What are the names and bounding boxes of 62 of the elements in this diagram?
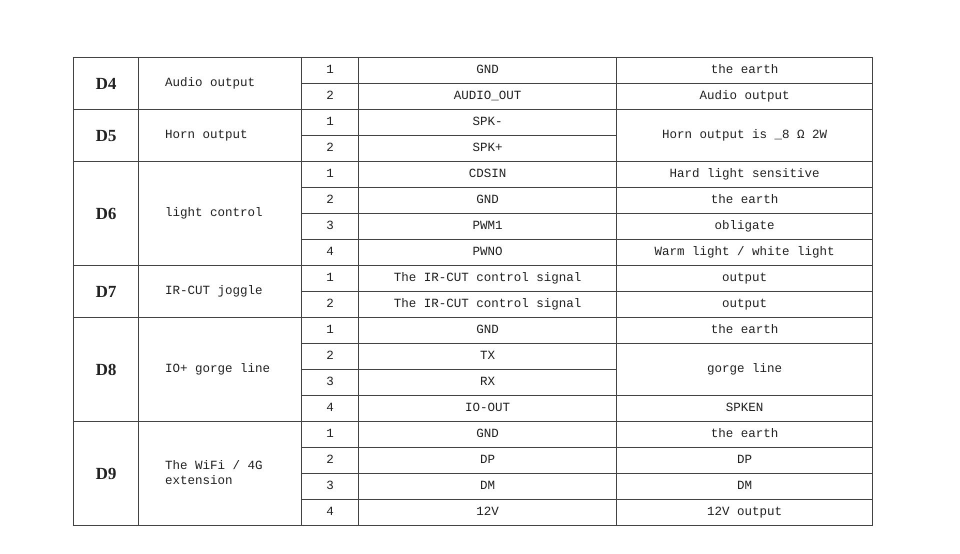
pin-description: output (616, 292, 872, 318)
pin-number: 2 (302, 292, 358, 318)
pin-number: 3 (302, 474, 358, 500)
signal-name: 12V (358, 500, 616, 526)
function-label: light control (138, 162, 302, 266)
signal-name: AUDIO_OUT (358, 84, 616, 110)
function-label: The WiFi / 4G extension (138, 422, 302, 526)
pin-number: 1 (302, 266, 358, 292)
pin-description: SPKEN (616, 396, 872, 422)
pin-description: the earth (616, 422, 872, 448)
function-label: IR-CUT joggle (138, 266, 302, 318)
signal-name: DP (358, 448, 616, 474)
signal-name: The IR-CUT control signal (358, 266, 616, 292)
pin-number: 1 (302, 162, 358, 188)
pin-description: Horn output is _8 Ω 2W (616, 110, 872, 162)
pin-description: the earth (616, 58, 872, 84)
pin-number: 2 (302, 188, 358, 214)
pin-description: DM (616, 474, 872, 500)
signal-name: SPK- (358, 110, 616, 136)
connector-label: D4 (74, 58, 138, 110)
connector-label: D9 (74, 422, 138, 526)
connector-label: D7 (74, 266, 138, 318)
signal-name: GND (358, 188, 616, 214)
function-label: Audio output (138, 58, 302, 110)
pin-number: 3 (302, 370, 358, 396)
pin-number: 2 (302, 344, 358, 370)
pin-number: 1 (302, 422, 358, 448)
pin-number: 1 (302, 58, 358, 84)
pin-description: gorge line (616, 344, 872, 396)
signal-name: GND (358, 58, 616, 84)
connector-label: D5 (74, 110, 138, 162)
pin-number: 4 (302, 240, 358, 266)
signal-name: GND (358, 318, 616, 344)
pin-description: Warm light / white light (616, 240, 872, 266)
pin-description: the earth (616, 318, 872, 344)
function-label: IO+ gorge line (138, 318, 302, 422)
pin-description: output (616, 266, 872, 292)
pin-number: 4 (302, 396, 358, 422)
signal-name: CDSIN (358, 162, 616, 188)
pin-number: 1 (302, 110, 358, 136)
pin-number: 2 (302, 136, 358, 162)
pin-description: Hard light sensitive (616, 162, 872, 188)
function-label: Horn output (138, 110, 302, 162)
signal-name: The IR-CUT control signal (358, 292, 616, 318)
pin-description: obligate (616, 214, 872, 240)
pin-number: 3 (302, 214, 358, 240)
pin-number: 2 (302, 448, 358, 474)
signal-name: DM (358, 474, 616, 500)
signal-name: PWNO (358, 240, 616, 266)
pin-description: the earth (616, 188, 872, 214)
pin-description: Audio output (616, 84, 872, 110)
pin-description: 12V output (616, 500, 872, 526)
pin-description: DP (616, 448, 872, 474)
pin-number: 2 (302, 84, 358, 110)
connector-label: D8 (74, 318, 138, 422)
connector-label: D6 (74, 162, 138, 266)
signal-name: GND (358, 422, 616, 448)
signal-name: IO-OUT (358, 396, 616, 422)
pin-number: 1 (302, 318, 358, 344)
signal-name: TX (358, 344, 616, 370)
signal-name: PWM1 (358, 214, 616, 240)
pin-number: 4 (302, 500, 358, 526)
